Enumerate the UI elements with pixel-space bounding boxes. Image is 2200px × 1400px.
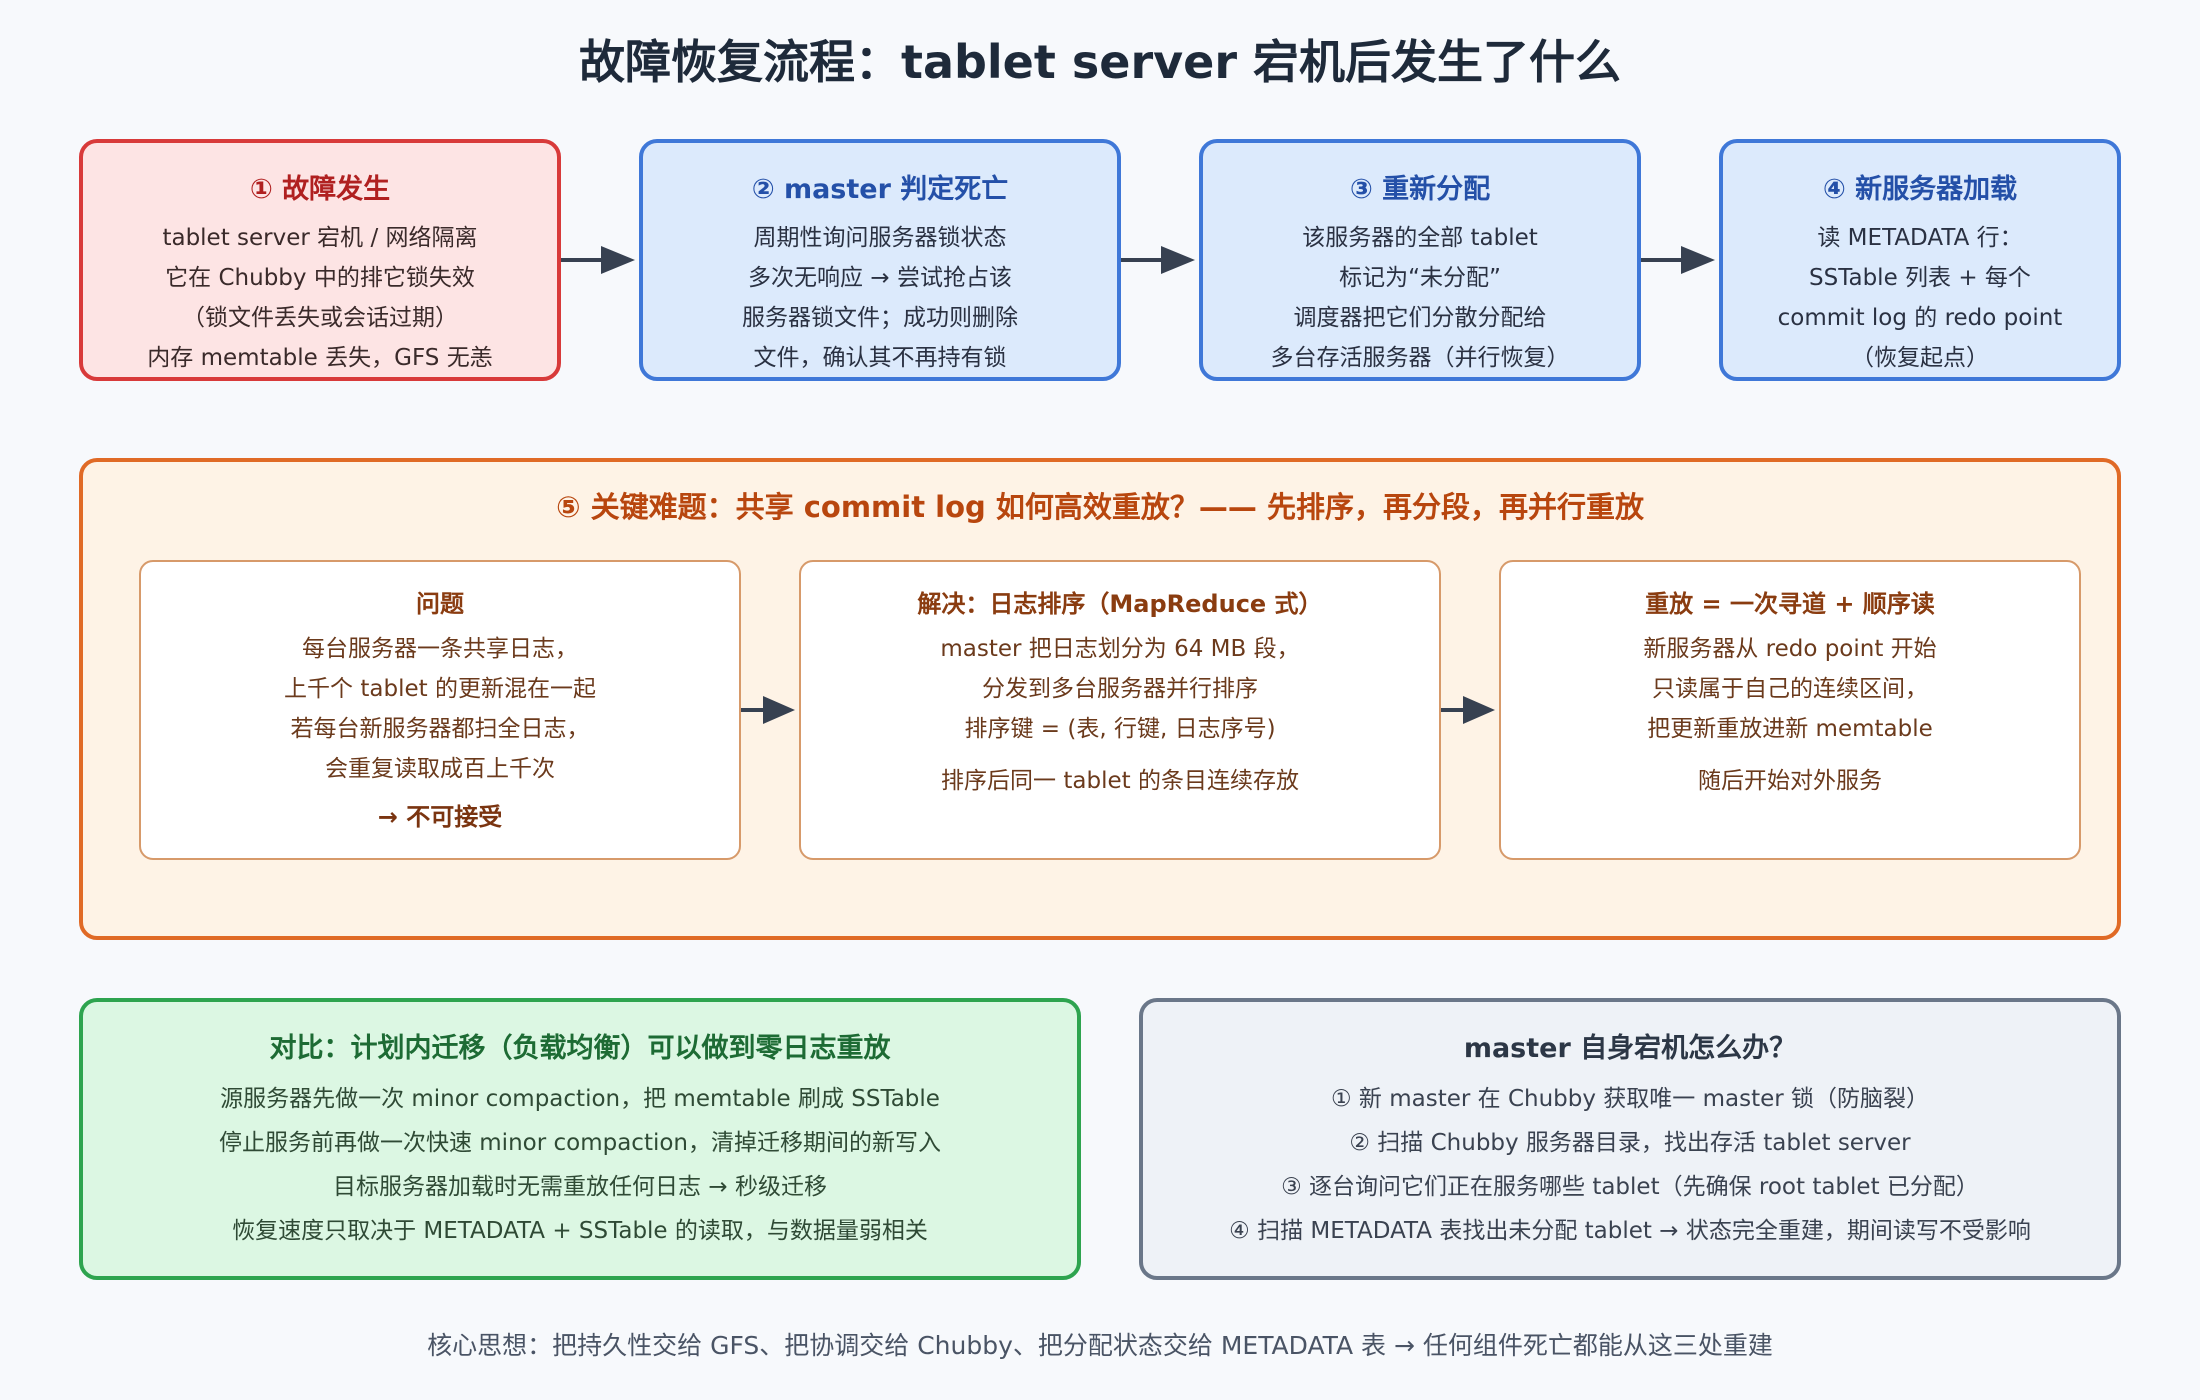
- step-line: 文件，确认其不再持有锁: [753, 345, 1007, 371]
- arrow-right-icon: [561, 246, 635, 274]
- footer-summary: 核心思想：把持久性交给 GFS、把协调交给 Chubby、把分配状态交给 MET…: [427, 1331, 1773, 1360]
- step-title: ④ 新服务器加载: [1822, 174, 2018, 205]
- master-crash-line: ② 扫描 Chubby 服务器目录，找出存活 tablet server: [1349, 1130, 1911, 1156]
- compare-line: 目标服务器加载时无需重放任何日志 → 秒级迁移: [333, 1174, 827, 1200]
- arrow-right-icon: [1641, 246, 1715, 274]
- step-title: ① 故障发生: [249, 174, 391, 205]
- step-line: 它在 Chubby 中的排它锁失效: [165, 265, 475, 291]
- arrow-right-icon: [741, 696, 795, 724]
- step-line: commit log 的 redo point: [1777, 305, 2063, 331]
- step-master-detects-death: ② master 判定死亡 周期性询问服务器锁状态 多次无响应 → 尝试抢占该 …: [639, 139, 1121, 381]
- arrow-right-icon: [1121, 246, 1195, 274]
- step-new-server-loads: ④ 新服务器加载 读 METADATA 行： SSTable 列表 + 每个 c…: [1719, 139, 2121, 381]
- problem-title: 问题: [416, 590, 464, 618]
- master-crash-line: ① 新 master 在 Chubby 获取唯一 master 锁（防脑裂）: [1330, 1086, 1930, 1112]
- step-line: 服务器锁文件；成功则删除: [742, 305, 1018, 331]
- problem-line: 上千个 tablet 的更新混在一起: [284, 676, 596, 702]
- replay-line: 新服务器从 redo point 开始: [1643, 636, 1937, 662]
- compare-line: 源服务器先做一次 minor compaction，把 memtable 刷成 …: [220, 1086, 940, 1112]
- compare-line: 停止服务前再做一次快速 minor compaction，清掉迁移期间的新写入: [218, 1130, 942, 1156]
- solution-box: 解决：日志排序（MapReduce 式） master 把日志划分为 64 MB…: [799, 560, 1441, 860]
- step-line: （锁文件丢失或会话过期）: [182, 305, 458, 331]
- step-line: 多次无响应 → 尝试抢占该: [748, 265, 1012, 291]
- solution-line: 分发到多台服务器并行排序: [982, 676, 1258, 702]
- master-crash-title: master 自身宕机怎么办？: [1463, 1033, 1797, 1064]
- solution-title: 解决：日志排序（MapReduce 式）: [917, 590, 1323, 618]
- replay-line: 把更新重放进新 memtable: [1647, 716, 1933, 742]
- replay-title: 重放 = 一次寻道 + 顺序读: [1645, 590, 1935, 618]
- problem-verdict: → 不可接受: [377, 803, 503, 831]
- solution-note: 排序后同一 tablet 的条目连续存放: [941, 768, 1299, 794]
- compare-title: 对比：计划内迁移（负载均衡）可以做到零日志重放: [269, 1033, 891, 1064]
- step-line: tablet server 宕机 / 网络隔离: [162, 225, 478, 251]
- step-line: 该服务器的全部 tablet: [1302, 225, 1538, 251]
- problem-line: 会重复读取成百上千次: [325, 756, 555, 782]
- master-crash-line: ③ 逐台询问它们正在服务哪些 tablet（先确保 root tablet 已分…: [1281, 1174, 1979, 1200]
- step-line: 周期性询问服务器锁状态: [753, 225, 1007, 251]
- step-line: SSTable 列表 + 每个: [1809, 265, 2031, 291]
- problem-line: 若每台新服务器都扫全日志，: [290, 716, 590, 742]
- master-crash-panel: master 自身宕机怎么办？ ① 新 master 在 Chubby 获取唯一…: [1139, 998, 2121, 1280]
- compare-line: 恢复速度只取决于 METADATA + SSTable 的读取，与数据量弱相关: [232, 1218, 928, 1244]
- replay-note: 随后开始对外服务: [1698, 768, 1882, 794]
- replay-line: 只读属于自己的连续区间，: [1652, 676, 1928, 702]
- arrow-right-icon: [1441, 696, 1495, 724]
- replay-box: 重放 = 一次寻道 + 顺序读 新服务器从 redo point 开始 只读属于…: [1499, 560, 2081, 860]
- step-line: 内存 memtable 丢失，GFS 无恙: [147, 345, 493, 371]
- master-crash-line: ④ 扫描 METADATA 表找出未分配 tablet → 状态完全重建，期间读…: [1229, 1218, 2031, 1244]
- problem-line: 每台服务器一条共享日志，: [302, 636, 578, 662]
- solution-line: 排序键 = (表, 行键, 日志序号): [964, 716, 1276, 742]
- page-title: 故障恢复流程：tablet server 宕机后发生了什么: [578, 35, 1622, 89]
- step-line: 读 METADATA 行：: [1817, 225, 2023, 251]
- problem-box: 问题 每台服务器一条共享日志， 上千个 tablet 的更新混在一起 若每台新服…: [139, 560, 741, 860]
- step-title: ② master 判定死亡: [751, 174, 1009, 205]
- step-reassign: ③ 重新分配 该服务器的全部 tablet 标记为“未分配” 调度器把它们分散分…: [1199, 139, 1641, 381]
- planned-migration-panel: 对比：计划内迁移（负载均衡）可以做到零日志重放 源服务器先做一次 minor c…: [79, 998, 1081, 1280]
- step-line: 多台存活服务器（并行恢复）: [1270, 345, 1570, 371]
- step-line: 标记为“未分配”: [1339, 265, 1501, 291]
- step-title: ③ 重新分配: [1349, 174, 1491, 205]
- step-line: （恢复起点）: [1851, 345, 1989, 371]
- solution-line: master 把日志划分为 64 MB 段，: [940, 636, 1300, 662]
- key-problem-title: ⑤ 关键难题：共享 commit log 如何高效重放？—— 先排序，再分段，再…: [555, 490, 1644, 524]
- step-fault-occurs: ① 故障发生 tablet server 宕机 / 网络隔离 它在 Chubby…: [79, 139, 561, 381]
- step-line: 调度器把它们分散分配给: [1293, 305, 1547, 331]
